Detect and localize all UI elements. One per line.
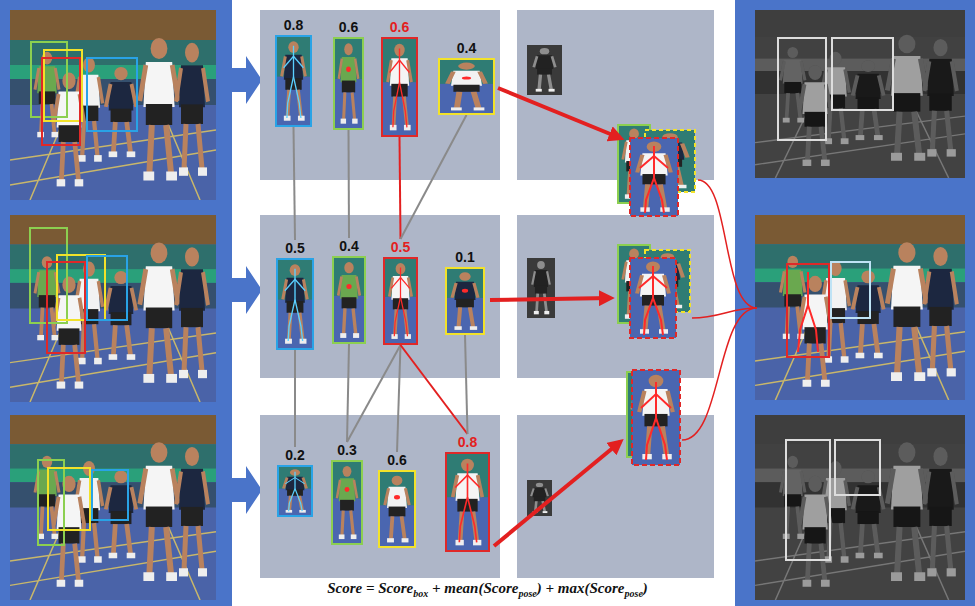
score-label: 0.2	[285, 447, 304, 463]
person-crop: 0.3	[331, 442, 363, 545]
formula-text: ) + max(Score	[537, 580, 625, 596]
crop-box	[438, 58, 495, 115]
flow-arrow	[232, 266, 262, 314]
track-link	[465, 335, 468, 434]
score-formula: Score = Scorebox + mean(Scorepose) + max…	[260, 579, 715, 603]
crop-photo	[335, 39, 362, 128]
crop-photo	[385, 259, 416, 343]
score-label: 0.6	[339, 19, 358, 35]
formula-subscript: box	[413, 588, 428, 599]
score-label: 0.8	[458, 434, 477, 450]
person-crop: 0.8	[445, 434, 490, 552]
crop-box	[275, 35, 312, 127]
person-crop: 0.2	[277, 447, 313, 517]
score-label: 0.6	[387, 452, 406, 468]
track-link	[347, 344, 349, 442]
frame-panel	[260, 10, 714, 578]
merged-crops	[618, 125, 695, 216]
track-link	[347, 345, 401, 442]
output-frame	[755, 10, 965, 178]
output-band	[735, 0, 975, 606]
match-arrow	[498, 88, 620, 138]
crop-photo	[334, 258, 364, 342]
output-frame	[755, 415, 965, 600]
score-label: 0.1	[455, 249, 474, 265]
crop-photo	[440, 60, 493, 113]
score-label: 0.4	[339, 238, 358, 254]
track-link	[294, 350, 296, 447]
crop-photo	[447, 454, 488, 550]
track-link	[400, 137, 401, 239]
crop-box	[333, 37, 364, 130]
person-crop: 0.8	[275, 17, 312, 127]
track-link	[401, 345, 468, 434]
formula-subscript: pose	[624, 588, 642, 599]
score-label: 0.5	[285, 240, 304, 256]
score-label: 0.5	[391, 239, 410, 255]
crop-photo	[279, 467, 311, 515]
crop-photo	[278, 260, 312, 348]
person-crop: 0.4	[438, 40, 495, 115]
crop-box	[445, 267, 485, 335]
input-frame	[10, 415, 216, 600]
crop-box	[381, 37, 418, 137]
merge-curve	[682, 180, 757, 440]
crop-photo	[383, 39, 416, 135]
match-arrow	[494, 442, 620, 546]
crop-box	[445, 452, 490, 552]
person-crop: 0.6	[378, 452, 416, 548]
crop-photo	[277, 37, 310, 125]
merged-crops	[618, 245, 690, 338]
input-frame	[10, 10, 216, 200]
track-link	[348, 130, 351, 238]
input-band	[0, 0, 232, 606]
score-label: 0.3	[337, 442, 356, 458]
input-frame	[10, 215, 216, 402]
person-crop: 0.1	[445, 249, 485, 335]
person-crop: 0.6	[381, 19, 418, 137]
person-crop: 0.4	[332, 238, 366, 344]
crop-photo	[333, 462, 361, 543]
crop-box	[277, 465, 313, 517]
flow-arrow	[232, 56, 262, 104]
person-crop: 0.6	[333, 19, 364, 130]
crop-photo	[447, 269, 483, 333]
crop-photo	[380, 472, 414, 546]
crop-box	[383, 257, 418, 345]
crop-box	[331, 460, 363, 545]
person-crop: 0.5	[276, 240, 314, 350]
track-link	[294, 127, 296, 240]
flow-arrow	[232, 466, 262, 514]
formula-subscript: pose	[518, 588, 536, 599]
person-crop: 0.5	[383, 239, 418, 345]
formula-text: )	[643, 580, 648, 596]
score-label: 0.6	[390, 19, 409, 35]
merged-crops	[627, 370, 680, 465]
crop-box	[378, 470, 416, 548]
track-link	[397, 345, 401, 452]
score-label: 0.4	[457, 40, 476, 56]
crop-box	[276, 258, 314, 350]
score-label: 0.8	[284, 17, 303, 33]
match-arrow	[490, 298, 610, 300]
grey-thumbnail	[527, 45, 562, 516]
crop-box	[332, 256, 366, 344]
formula-text: Score = Score	[327, 580, 413, 596]
formula-text: + mean(Score	[428, 580, 518, 596]
output-frame	[755, 215, 965, 400]
